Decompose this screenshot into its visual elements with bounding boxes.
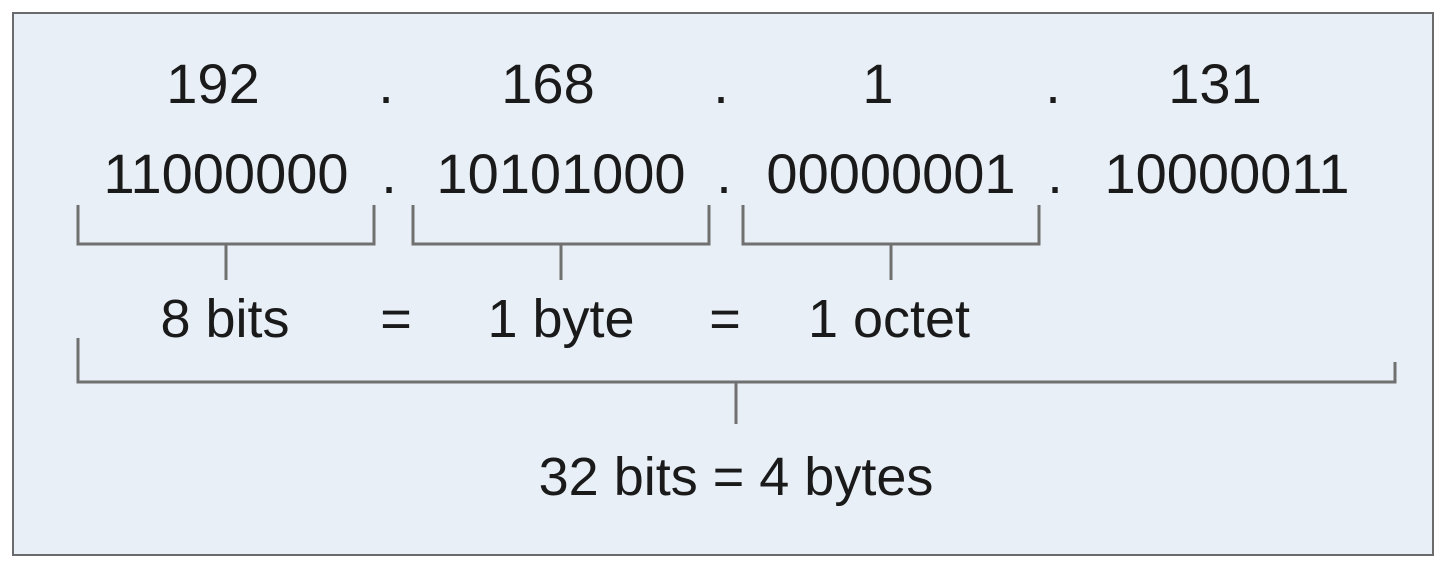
equals-sign-2: = [709, 289, 741, 349]
octet-2-bracket [411, 205, 711, 280]
octet-1-bracket [76, 205, 376, 280]
equals-sign-1: = [380, 289, 412, 349]
diagram-panel [12, 12, 1434, 556]
decimal-octet-3: 1 [862, 52, 894, 115]
decimal-separator-1: . [378, 52, 394, 115]
binary-octet-3: 00000001 [766, 142, 1016, 205]
decimal-octet-1: 192 [166, 52, 260, 115]
octet-3-bracket [741, 205, 1041, 280]
decimal-separator-2: . [713, 52, 729, 115]
binary-separator-3: . [1047, 142, 1063, 205]
binary-separator-2: . [716, 142, 732, 205]
binary-octet-1: 11000000 [103, 142, 349, 205]
binary-octet-2: 10101000 [436, 142, 686, 205]
decimal-octet-4: 131 [1168, 52, 1262, 115]
binary-octet-4: 10000011 [1104, 142, 1350, 205]
byte-label: 1 byte [487, 289, 635, 349]
total-bracket [76, 338, 1397, 424]
octet-label: 1 octet [807, 289, 971, 349]
decimal-separator-3: . [1045, 52, 1061, 115]
binary-separator-1: . [381, 142, 397, 205]
total-label: 32 bits = 4 bytes [538, 447, 934, 507]
bits-label: 8 bits [160, 289, 290, 349]
decimal-octet-2: 168 [501, 52, 595, 115]
